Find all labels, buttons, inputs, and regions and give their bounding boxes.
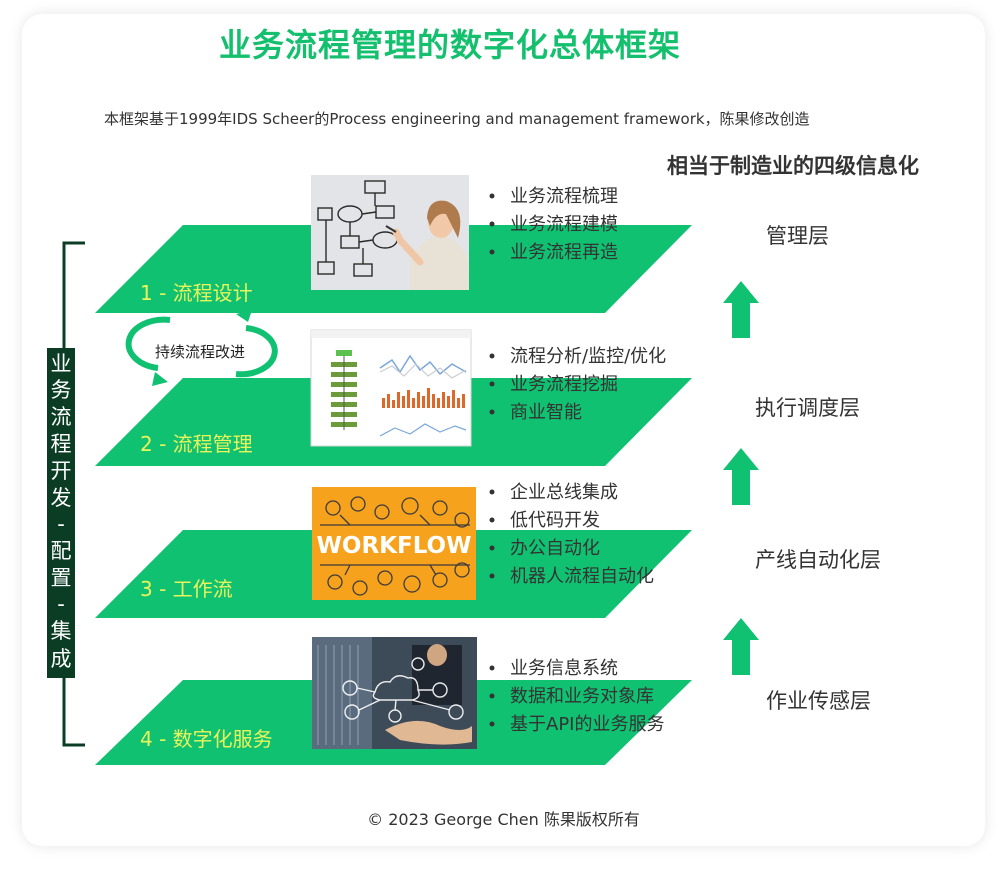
vertical-char: 流 xyxy=(51,405,72,429)
bullet-text: 办公自动化 xyxy=(510,538,600,559)
vertical-char: 置 xyxy=(51,566,72,590)
bullet-text: 企业总线集成 xyxy=(510,482,618,503)
process-design-image xyxy=(311,175,469,290)
bullet-text: 业务流程再造 xyxy=(510,242,618,263)
up-arrow-icon xyxy=(723,448,759,505)
subtitle: 本框架基于1999年IDS Scheer的Process engineering… xyxy=(104,110,810,128)
layer-1-name: 1 - 流程设计 xyxy=(140,281,253,305)
vertical-char: 务 xyxy=(51,378,72,402)
bullet-text: 基于API的业务服务 xyxy=(510,714,664,735)
layer-4-bullets: 业务信息系统 数据和业务对象库 基于API的业务服务 xyxy=(489,658,664,735)
layer-3-name: 3 - 工作流 xyxy=(140,577,233,601)
vertical-label: 业 务 流 程 开 发 - 配 置 - 集 成 xyxy=(51,352,72,671)
vertical-char: - xyxy=(57,512,65,536)
bullet-text: 业务流程建模 xyxy=(510,214,618,235)
vertical-char: 成 xyxy=(51,647,72,671)
up-arrow-icon xyxy=(723,281,759,338)
level-label-4: 作业传感层 xyxy=(766,689,871,713)
bullet-text: 低代码开发 xyxy=(510,510,600,531)
layer-1-bullets: 业务流程梳理 业务流程建模 业务流程再造 xyxy=(489,186,618,263)
bullet-text: 业务流程挖掘 xyxy=(510,374,618,395)
bullet-text: 业务流程梳理 xyxy=(510,186,618,207)
bullet-text: 业务信息系统 xyxy=(510,658,618,679)
up-arrow-icon xyxy=(723,618,759,675)
layer-2-name: 2 - 流程管理 xyxy=(140,432,253,456)
right-heading: 相当于制造业的四级信息化 xyxy=(667,154,919,178)
vertical-char: 集 xyxy=(51,619,72,643)
vertical-char: 开 xyxy=(51,459,72,483)
layer-2-bullets: 流程分析/监控/优化 业务流程挖掘 商业智能 xyxy=(489,346,666,423)
bullet-text: 数据和业务对象库 xyxy=(510,686,654,707)
cycle-label: 持续流程改进 xyxy=(155,343,245,361)
vertical-char: - xyxy=(57,592,65,616)
bullet-text: 商业智能 xyxy=(510,402,582,423)
vertical-char: 程 xyxy=(51,432,72,456)
layer-3-bullets: 企业总线集成 低代码开发 办公自动化 机器人流程自动化 xyxy=(489,482,654,587)
cycle-arrows xyxy=(125,310,278,386)
page-title: 业务流程管理的数字化总体框架 xyxy=(218,26,681,64)
bullet-text: 流程分析/监控/优化 xyxy=(510,346,666,367)
process-management-image xyxy=(310,329,472,447)
vertical-char: 业 xyxy=(51,352,72,376)
level-label-2: 执行调度层 xyxy=(755,396,860,420)
level-label-3: 产线自动化层 xyxy=(755,548,881,572)
vertical-label-box xyxy=(47,348,75,678)
vertical-char: 配 xyxy=(51,539,72,563)
layer-4-name: 4 - 数字化服务 xyxy=(140,727,273,751)
vertical-char: 发 xyxy=(51,486,72,510)
digital-services-image xyxy=(312,637,477,749)
level-label-1: 管理层 xyxy=(766,224,829,248)
workflow-image: WORKFLOW xyxy=(312,487,476,600)
bullet-text: 机器人流程自动化 xyxy=(510,566,654,587)
workflow-image-text: WORKFLOW xyxy=(317,533,472,559)
copyright: © 2023 George Chen 陈果版权所有 xyxy=(367,810,640,829)
